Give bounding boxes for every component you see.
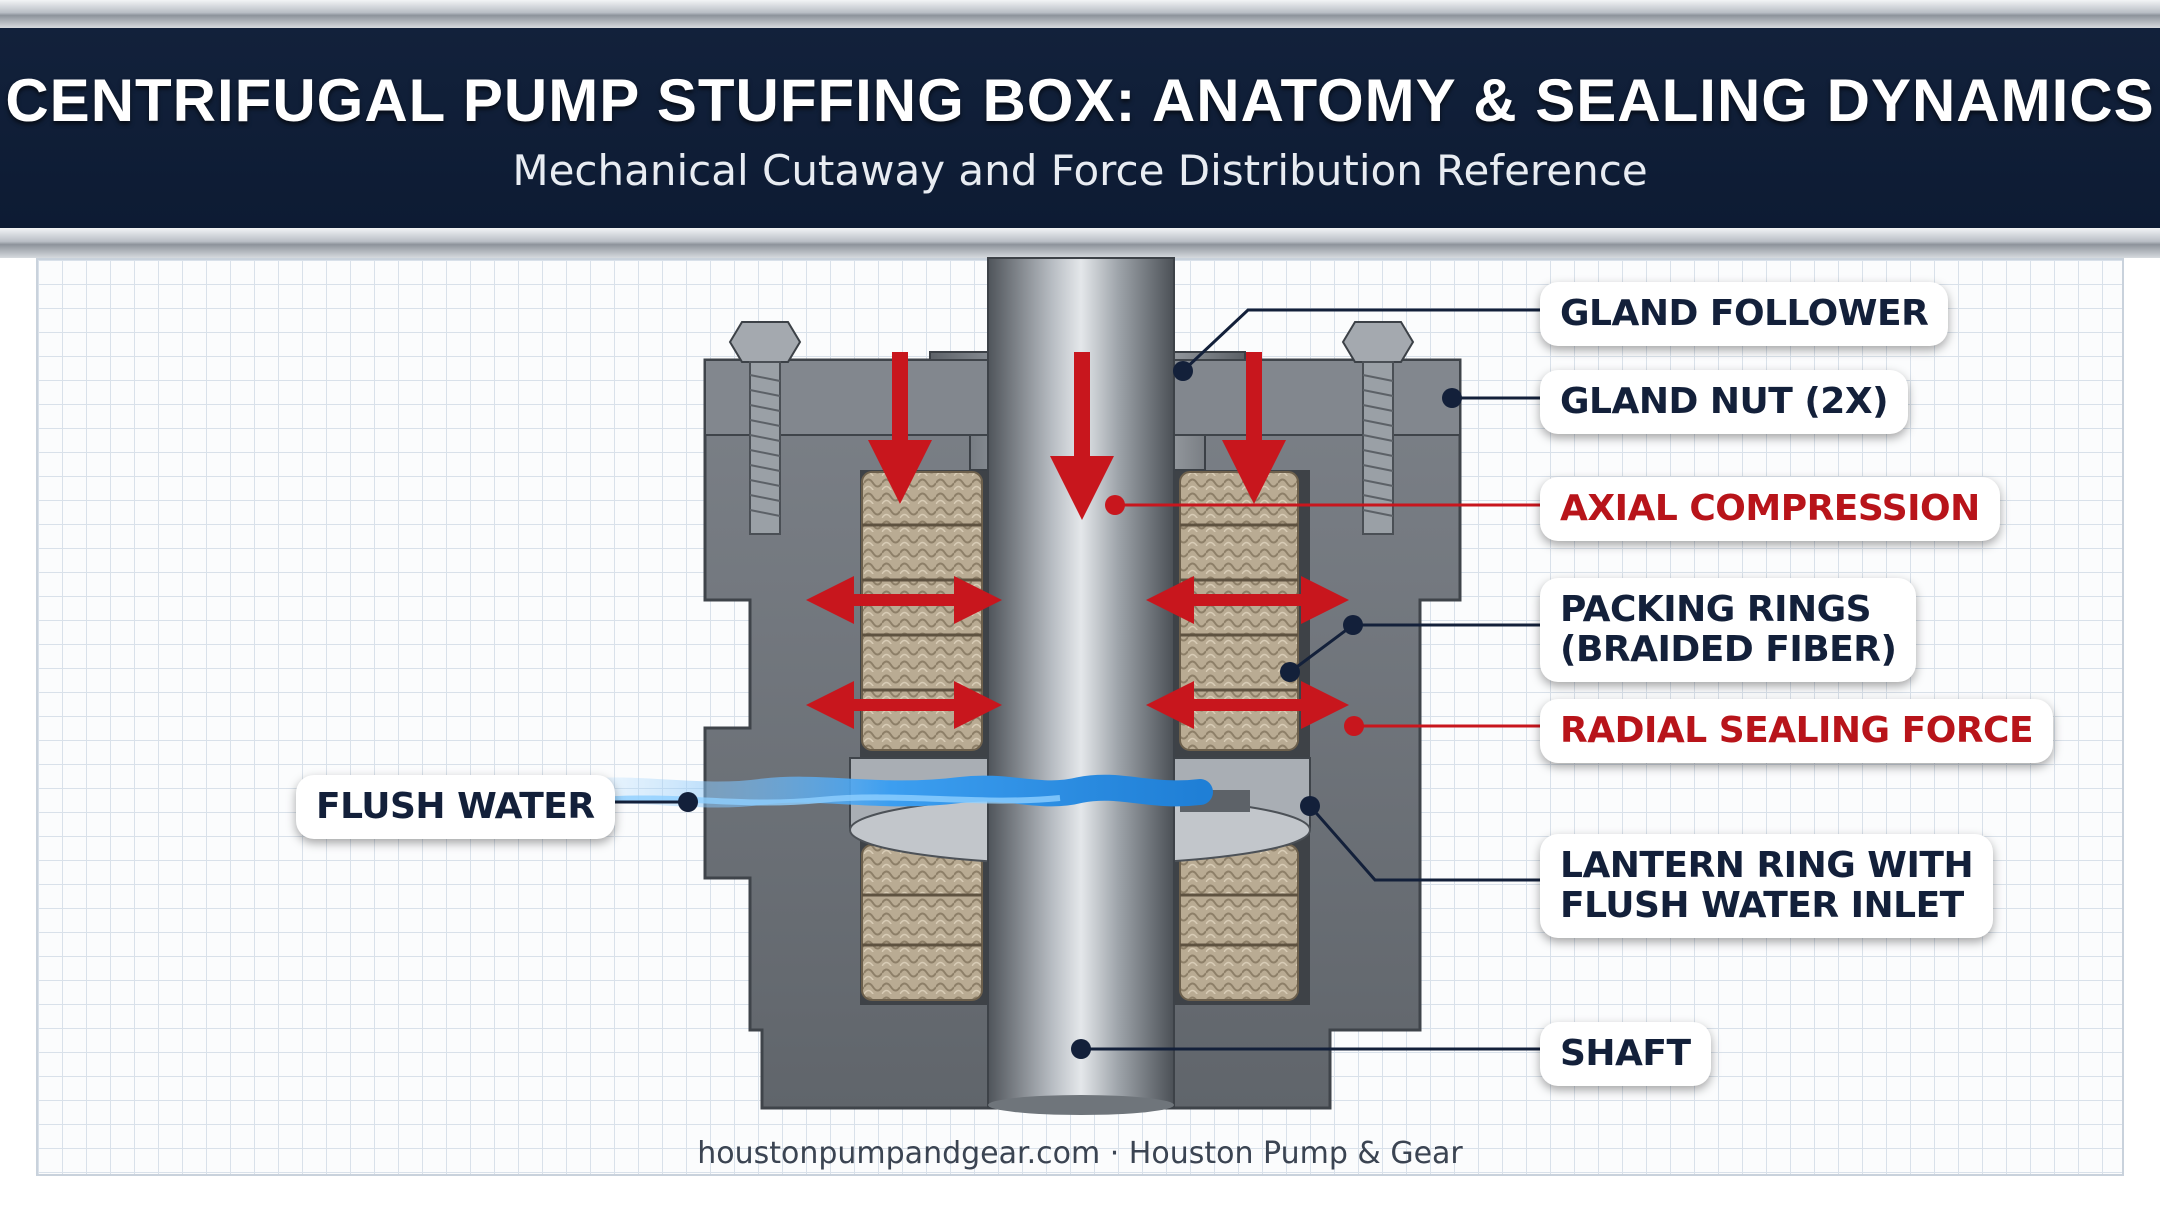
callout-gland-nut-text: GLAND NUT (2X) [1560,381,1889,422]
callout-gland-follower: GLAND FOLLOWER [1540,282,1949,346]
callout-radial-sealing-force-text: RADIAL SEALING FORCE [1560,710,2034,751]
header-banner: CENTRIFUGAL PUMP STUFFING BOX: ANATOMY &… [0,0,2160,258]
leader-gland-follower [1181,308,1540,373]
callout-flush-water-text: FLUSH WATER [316,786,595,827]
callout-shaft-text: SHAFT [1560,1033,1691,1074]
callout-gland-follower-text: GLAND FOLLOWER [1560,293,1929,334]
footer-credit: houstonpumpandgear.com · Houston Pump & … [697,1136,1463,1171]
callout-packing-rings-line1: PACKING RINGS [1560,589,1872,630]
callout-packing-rings-line2: (BRAIDED FIBER) [1560,629,1897,670]
radial-force-arrows [806,576,1349,729]
callout-gland-nut: GLAND NUT (2X) [1540,370,1909,434]
header-rail-bottom [0,228,2160,258]
leader-dots [678,361,1462,1059]
callout-packing-rings: PACKING RINGS (BRAIDED FIBER) [1540,578,1917,682]
flush-water-stream [567,774,1213,808]
callout-radial-sealing-force: RADIAL SEALING FORCE [1540,699,2054,763]
callout-shaft: SHAFT [1540,1022,1711,1086]
callout-axial-compression: AXIAL COMPRESSION [1540,477,2000,541]
packing-rings-lower [861,844,1299,1001]
page-subtitle: Mechanical Cutaway and Force Distributio… [512,146,1648,195]
callout-lantern-ring-line1: LANTERN RING WITH [1560,845,1974,886]
header-rail-top [0,0,2160,28]
gland-bolt-left [728,321,802,535]
axial-compression-arrows [868,352,1286,520]
callout-axial-compression-text: AXIAL COMPRESSION [1560,488,1980,529]
leader-lines [536,308,1540,1051]
callout-lantern-ring: LANTERN RING WITH FLUSH WATER INLET [1540,834,1994,938]
leader-lantern-ring [1308,805,1540,882]
callout-lantern-ring-line2: FLUSH WATER INLET [1560,885,1964,926]
page-title: CENTRIFUGAL PUMP STUFFING BOX: ANATOMY &… [5,67,2155,134]
packing-rings-upper [861,471,1299,751]
callout-flush-water: FLUSH WATER [296,775,615,839]
